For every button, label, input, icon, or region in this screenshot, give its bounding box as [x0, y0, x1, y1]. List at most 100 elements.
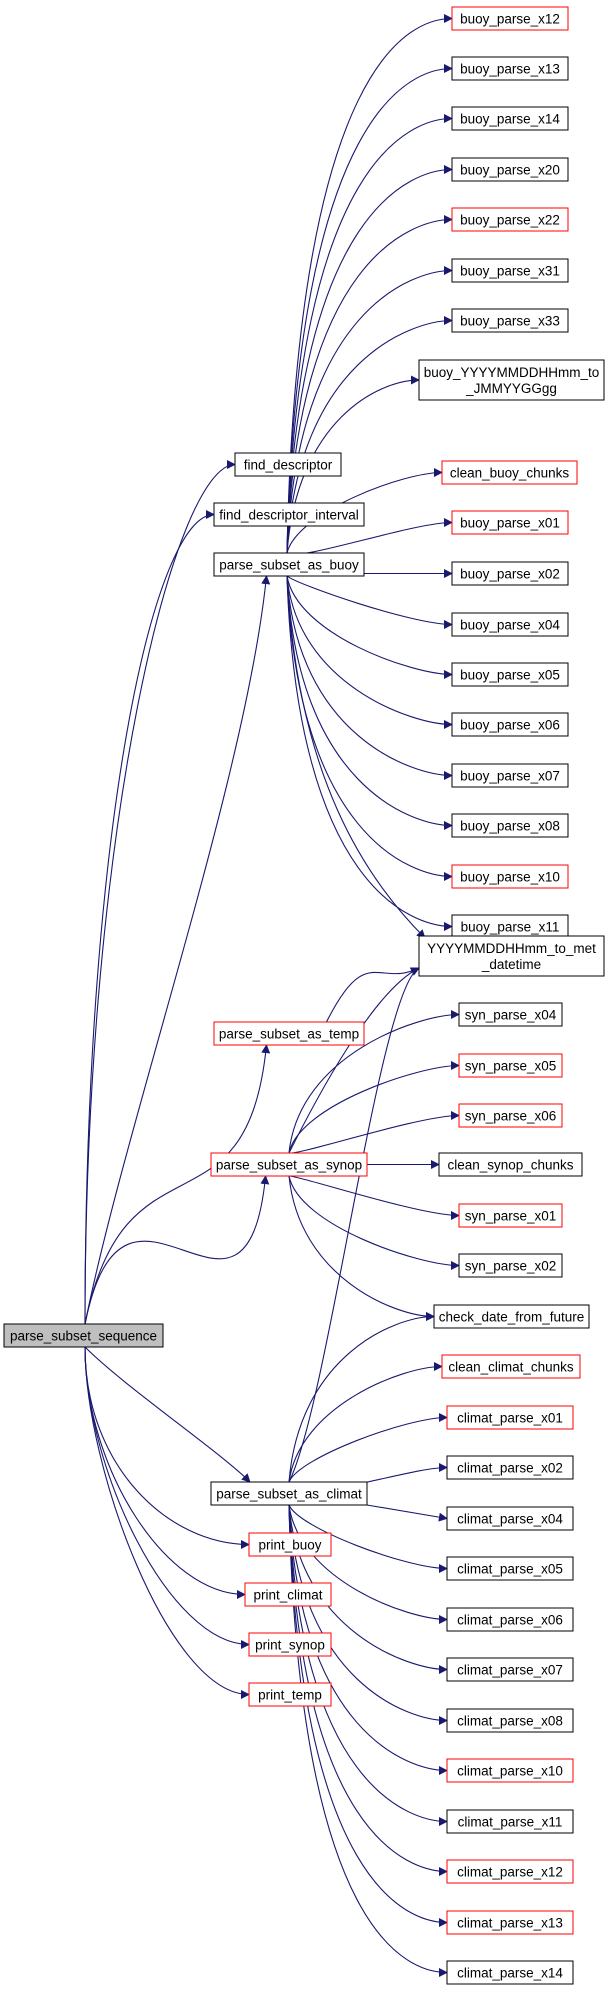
node-label: buoy_parse_x22: [460, 213, 560, 228]
node-box: [451, 56, 569, 81]
node-label: buoy_parse_x20: [460, 163, 560, 178]
node-find-descriptor-interval[interactable]: find_descriptor_interval: [213, 502, 365, 527]
edge-parse-subset-sequence-to-print-buoy: [84, 1346, 250, 1549]
node-box: [446, 1506, 574, 1531]
node-climat-parse-x05[interactable]: climat_parse_x05: [446, 1556, 574, 1581]
node-syn-parse-x02[interactable]: syn_parse_x02: [458, 1253, 563, 1278]
node-buoy-parse-x10[interactable]: buoy_parse_x10: [451, 864, 569, 889]
node-buoy-parse-x14[interactable]: buoy_parse_x14: [451, 106, 569, 131]
node-clean-climat-chunks[interactable]: clean_climat_chunks: [441, 1354, 581, 1379]
node-label: print_synop: [255, 1638, 325, 1653]
edge-parse-subset-as-buoy-to-buoy-parse-x14: [286, 114, 453, 554]
node-syn-parse-x06[interactable]: syn_parse_x06: [458, 1103, 563, 1128]
node-parse-subset-sequence[interactable]: parse_subset_sequence: [3, 1323, 164, 1348]
node-buoy-parse-x13[interactable]: buoy_parse_x13: [451, 56, 569, 81]
edge-parse-subset-as-buoy-to-clean-buoy-chunks: [286, 468, 443, 554]
edge-parse-subset-as-climat-to-check-date-from-future: [288, 1312, 435, 1483]
node-label: find_descriptor_interval: [219, 508, 359, 523]
node-parse-subset-as-buoy[interactable]: parse_subset_as_buoy: [213, 552, 365, 577]
node-box: [248, 1632, 332, 1657]
edge-parse-subset-as-synop-to-syn-parse-x02: [288, 1175, 460, 1270]
node-climat-parse-x04[interactable]: climat_parse_x04: [446, 1506, 574, 1531]
edge-parse-subset-as-buoy-to-buoy-parse-x07: [286, 575, 453, 780]
node-box: [451, 763, 569, 788]
edge-parse-subset-as-buoy-to-buoy-parse-x08: [286, 575, 453, 830]
node-box: [451, 864, 569, 889]
node-syn-parse-x05[interactable]: syn_parse_x05: [458, 1053, 563, 1078]
node-climat-parse-x11[interactable]: climat_parse_x11: [446, 1809, 574, 1834]
node-find-descriptor[interactable]: find_descriptor: [234, 452, 342, 477]
edge-parse-subset-as-climat-to-clean-climat-chunks: [288, 1362, 443, 1483]
node-buoy-yyyymmddhhmm-to-jmmyygggg[interactable]: buoy_YYYYMMDDHHmm_to_JMMYYGGgg: [418, 359, 605, 401]
node-buoy-parse-x20[interactable]: buoy_parse_x20: [451, 157, 569, 182]
node-buoy-parse-x22[interactable]: buoy_parse_x22: [451, 207, 569, 232]
node-buoy-parse-x04[interactable]: buoy_parse_x04: [451, 612, 569, 637]
node-parse-subset-as-synop[interactable]: parse_subset_as_synop: [210, 1152, 368, 1177]
edge-parse-subset-sequence-to-parse-subset-as-synop: [84, 1175, 270, 1325]
node-label: syn_parse_x06: [465, 1109, 557, 1124]
node-syn-parse-x01[interactable]: syn_parse_x01: [458, 1203, 563, 1228]
node-climat-parse-x08[interactable]: climat_parse_x08: [446, 1708, 574, 1733]
node-box: [210, 1481, 368, 1506]
edge-parse-subset-as-buoy-to-buoy-parse-x20: [286, 165, 453, 554]
node-climat-parse-x10[interactable]: climat_parse_x10: [446, 1758, 574, 1783]
edge-parse-subset-as-buoy-to-buoy-parse-x11: [286, 575, 453, 931]
node-print-buoy[interactable]: print_buoy: [248, 1532, 332, 1557]
node-buoy-parse-x05[interactable]: buoy_parse_x05: [451, 662, 569, 687]
node-buoy-parse-x33[interactable]: buoy_parse_x33: [451, 308, 569, 333]
edge-parse-subset-sequence-to-find-descriptor: [84, 460, 236, 1325]
node-buoy-parse-x01[interactable]: buoy_parse_x01: [451, 510, 569, 535]
node-parse-subset-as-temp[interactable]: parse_subset_as_temp: [213, 1021, 365, 1046]
node-label: buoy_parse_x06: [460, 718, 560, 733]
node-box: [418, 935, 605, 977]
node-label: find_descriptor: [244, 458, 333, 473]
node-check-date-from-future[interactable]: check_date_from_future: [433, 1304, 590, 1329]
node-box: [451, 157, 569, 182]
node-label: print_climat: [253, 1588, 322, 1603]
node-clean-buoy-chunks[interactable]: clean_buoy_chunks: [441, 460, 578, 485]
node-print-climat[interactable]: print_climat: [244, 1582, 332, 1607]
node-label: check_date_from_future: [439, 1310, 585, 1325]
edge-parse-subset-as-buoy-to-buoy-parse-x01: [286, 518, 453, 555]
node-box: [213, 1021, 365, 1046]
node-box: [451, 612, 569, 637]
node-label: climat_parse_x10: [457, 1764, 563, 1779]
node-box: [210, 1152, 368, 1177]
node-climat-parse-x07[interactable]: climat_parse_x07: [446, 1657, 574, 1682]
node-box: [458, 1002, 563, 1027]
edge-parse-subset-as-synop-to-syn-parse-x06: [288, 1111, 460, 1154]
node-parse-subset-as-climat[interactable]: parse_subset_as_climat: [210, 1481, 368, 1506]
edge-parse-subset-as-climat-to-climat-parse-x04: [366, 1504, 448, 1522]
node-climat-parse-x13[interactable]: climat_parse_x13: [446, 1910, 574, 1935]
node-buoy-parse-x07[interactable]: buoy_parse_x07: [451, 763, 569, 788]
node-clean-synop-chunks[interactable]: clean_synop_chunks: [438, 1152, 583, 1177]
node-buoy-parse-x31[interactable]: buoy_parse_x31: [451, 258, 569, 283]
node-label: climat_parse_x07: [457, 1663, 563, 1678]
node-print-synop[interactable]: print_synop: [248, 1632, 332, 1657]
node-buoy-parse-x06[interactable]: buoy_parse_x06: [451, 712, 569, 737]
node-label: buoy_parse_x14: [460, 112, 560, 127]
node-yyyymmddhhmm-to-met-datetime[interactable]: YYYYMMDDHHmm_to_met_datetime: [418, 935, 605, 977]
node-climat-parse-x06[interactable]: climat_parse_x06: [446, 1607, 574, 1632]
node-syn-parse-x04[interactable]: syn_parse_x04: [458, 1002, 563, 1027]
node-buoy-parse-x12[interactable]: buoy_parse_x12: [451, 6, 569, 31]
edge-parse-subset-as-climat-to-climat-parse-x14: [288, 1504, 448, 1977]
node-climat-parse-x14[interactable]: climat_parse_x14: [446, 1960, 574, 1985]
node-box: [213, 502, 365, 527]
node-climat-parse-x01[interactable]: climat_parse_x01: [446, 1405, 574, 1430]
node-buoy-parse-x11[interactable]: buoy_parse_x11: [451, 914, 569, 939]
edge-parse-subset-as-buoy-to-buoy-parse-x33: [286, 316, 453, 554]
edge-parse-subset-as-climat-to-climat-parse-x12: [288, 1504, 448, 1876]
node-label: climat_parse_x11: [458, 1815, 563, 1830]
node-buoy-parse-x08[interactable]: buoy_parse_x08: [451, 813, 569, 838]
edge-parse-subset-as-buoy-to-buoy-parse-x13: [286, 64, 453, 554]
edge-parse-subset-as-synop-to-check-date-from-future: [288, 1175, 435, 1321]
node-label: parse_subset_as_temp: [219, 1027, 359, 1042]
node-climat-parse-x02[interactable]: climat_parse_x02: [446, 1455, 574, 1480]
node-box: [248, 1532, 332, 1557]
node-print-temp[interactable]: print_temp: [248, 1682, 332, 1707]
node-climat-parse-x12[interactable]: climat_parse_x12: [446, 1859, 574, 1884]
node-buoy-parse-x02[interactable]: buoy_parse_x02: [451, 561, 569, 586]
node-label: parse_subset_as_buoy: [219, 558, 359, 573]
edge-parse-subset-as-climat-to-climat-parse-x13: [288, 1504, 448, 1927]
